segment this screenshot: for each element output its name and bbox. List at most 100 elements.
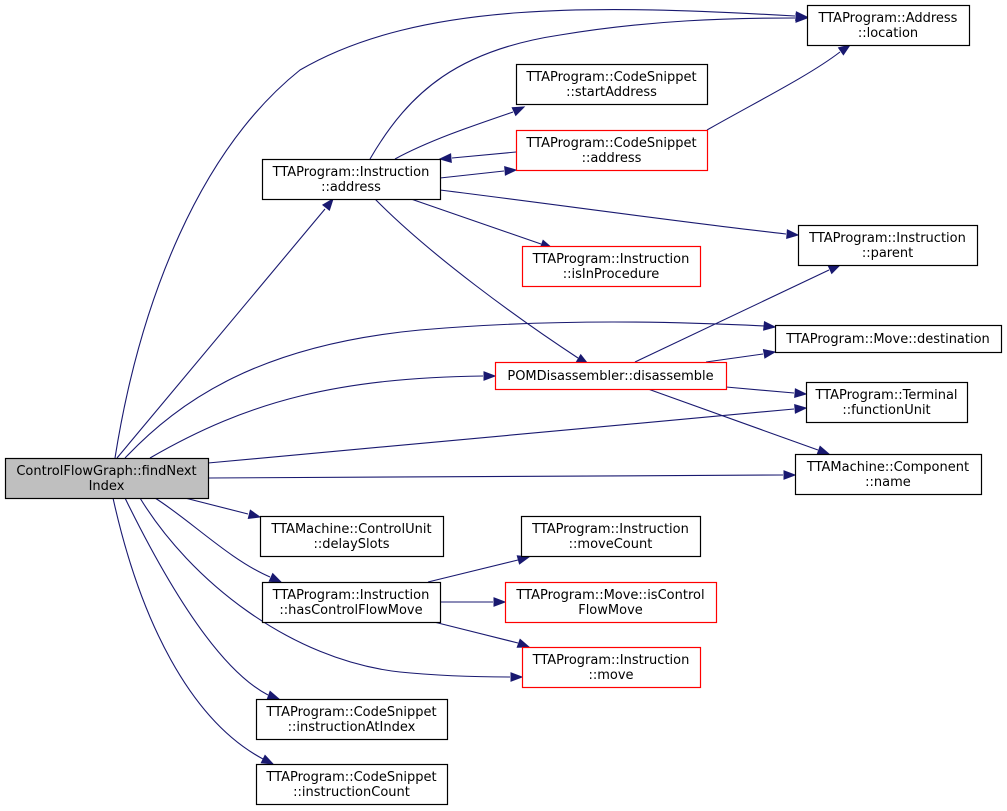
node-box xyxy=(774,324,1003,354)
node-ins_inproc[interactable]: TTAProgram::Instruction::isInProcedure xyxy=(521,245,702,288)
node-label: TTAProgram::CodeSnippet xyxy=(525,70,696,85)
node-box xyxy=(494,361,728,391)
node-label: ::moveCount xyxy=(569,537,653,552)
arrowhead-icon xyxy=(762,349,777,359)
node-label: ::move xyxy=(588,668,633,683)
edge-line xyxy=(149,375,484,459)
arrowhead-icon xyxy=(816,445,831,455)
node-label: TTAProgram::CodeSnippet xyxy=(265,705,436,720)
node-label: TTAProgram::Move::isControl xyxy=(515,588,704,603)
node-ins_hascfm[interactable]: TTAProgram::Instruction::hasControlFlowM… xyxy=(261,581,442,624)
edge-cfg-to-ins_hascfm xyxy=(154,497,283,583)
node-label: TTAProgram::CodeSnippet xyxy=(265,770,436,785)
node-label: TTAProgram::Address xyxy=(818,11,958,26)
arrowhead-icon xyxy=(794,388,808,398)
node-label: TTAProgram::CodeSnippet xyxy=(525,136,696,151)
node-box xyxy=(504,581,718,624)
node-label: TTAProgram::Instruction xyxy=(272,588,430,603)
node-label: TTAMachine::Component xyxy=(806,460,969,475)
node-box xyxy=(521,646,702,689)
node-move_dest[interactable]: TTAProgram::Move::destination xyxy=(774,324,1003,354)
node-label: TTAProgram::Terminal xyxy=(814,388,957,403)
arrowhead-icon xyxy=(493,597,507,607)
node-label: TTAProgram::Move::destination xyxy=(785,332,990,347)
node-box xyxy=(515,129,709,172)
node-cs_inscount[interactable]: TTAProgram::CodeSnippet::instructionCoun… xyxy=(255,763,449,806)
node-box xyxy=(794,453,983,496)
edge-line xyxy=(124,321,766,459)
edge-ins_addr-to-cs_start xyxy=(394,106,526,160)
edge-line xyxy=(410,198,542,245)
edge-line xyxy=(112,497,264,760)
edges-layer xyxy=(112,9,852,765)
node-cs_addr[interactable]: TTAProgram::CodeSnippet::address xyxy=(515,129,709,172)
edge-pom-to-ins_parent xyxy=(634,264,842,363)
node-label: ::startAddress xyxy=(566,85,657,100)
edge-cs_addr-to-addr_loc xyxy=(706,44,852,131)
node-box xyxy=(261,581,442,624)
node-cu_delay[interactable]: TTAMachine::ControlUnit::delaySlots xyxy=(259,515,445,558)
arrowhead-icon xyxy=(504,166,518,176)
node-label: ::name xyxy=(865,475,911,490)
arrowhead-icon xyxy=(511,106,526,117)
node-term_fu[interactable]: TTAProgram::Terminal::functionUnit xyxy=(805,381,969,424)
edge-line xyxy=(427,559,519,583)
edge-cfg-to-move_dest xyxy=(124,320,777,459)
arrowhead-icon xyxy=(783,470,797,480)
edge-line xyxy=(184,497,249,515)
node-addr_loc[interactable]: TTAProgram::Address::location xyxy=(806,4,971,47)
arrowhead-icon xyxy=(247,509,262,519)
arrowhead-icon xyxy=(268,572,283,583)
arrowhead-icon xyxy=(795,13,809,23)
edge-cfg-to-cs_insatidx xyxy=(124,497,281,700)
edge-pom-to-term_fu xyxy=(725,386,808,398)
node-ins_addr[interactable]: TTAProgram::Instruction::address xyxy=(261,158,442,201)
edge-line xyxy=(725,386,795,394)
edge-cfg-to-cs_inscount xyxy=(112,497,275,765)
edge-pom-to-move_dest xyxy=(705,349,777,363)
node-ins_move[interactable]: TTAProgram::Instruction::move xyxy=(521,646,702,689)
node-ins_movecount[interactable]: TTAProgram::Instruction::moveCount xyxy=(520,515,702,558)
edge-line xyxy=(139,497,511,678)
node-label: TTAProgram::Instruction xyxy=(272,165,430,180)
edge-line xyxy=(116,208,326,459)
edge-ins_addr-to-addr_loc xyxy=(369,13,809,160)
node-box xyxy=(255,698,449,741)
edge-line xyxy=(207,408,795,464)
node-label: ::address xyxy=(321,180,381,195)
node-label: ::hasControlFlowMove xyxy=(279,603,422,618)
node-cs_start[interactable]: TTAProgram::CodeSnippet::startAddress xyxy=(515,63,709,106)
node-comp_name[interactable]: TTAMachine::Component::name xyxy=(794,453,983,496)
node-box xyxy=(261,158,442,201)
edge-line xyxy=(634,269,830,363)
node-box xyxy=(520,515,702,558)
edge-line xyxy=(439,170,505,179)
node-box xyxy=(806,4,971,47)
node-label: ::parent xyxy=(862,246,913,261)
arrowhead-icon xyxy=(837,44,852,56)
node-box xyxy=(255,763,449,806)
node-cs_insatidx[interactable]: TTAProgram::CodeSnippet::instructionAtIn… xyxy=(255,698,449,741)
node-label: TTAProgram::Instruction xyxy=(532,653,690,668)
arrowhead-icon xyxy=(794,404,808,414)
edge-line xyxy=(374,198,579,359)
edge-cfg-to-ins_addr xyxy=(116,197,334,459)
edge-line xyxy=(124,497,269,696)
edge-ins_addr-to-ins_parent xyxy=(439,189,800,239)
edge-ins_hascfm-to-move_iscfm xyxy=(440,597,507,607)
node-box xyxy=(797,224,979,267)
arrowhead-icon xyxy=(321,197,334,212)
node-label: ControlFlowGraph::findNext xyxy=(16,464,196,479)
node-box xyxy=(521,245,702,288)
node-box xyxy=(259,515,445,558)
node-pom[interactable]: POMDisassembler::disassemble xyxy=(494,361,728,391)
edge-line xyxy=(705,353,764,363)
edge-line xyxy=(114,9,796,459)
node-ins_parent[interactable]: TTAProgram::Instruction::parent xyxy=(797,224,979,267)
edge-cfg-to-pom xyxy=(149,371,497,459)
node-label: ::address xyxy=(582,151,642,166)
edge-cfg-to-comp_name xyxy=(207,470,797,480)
